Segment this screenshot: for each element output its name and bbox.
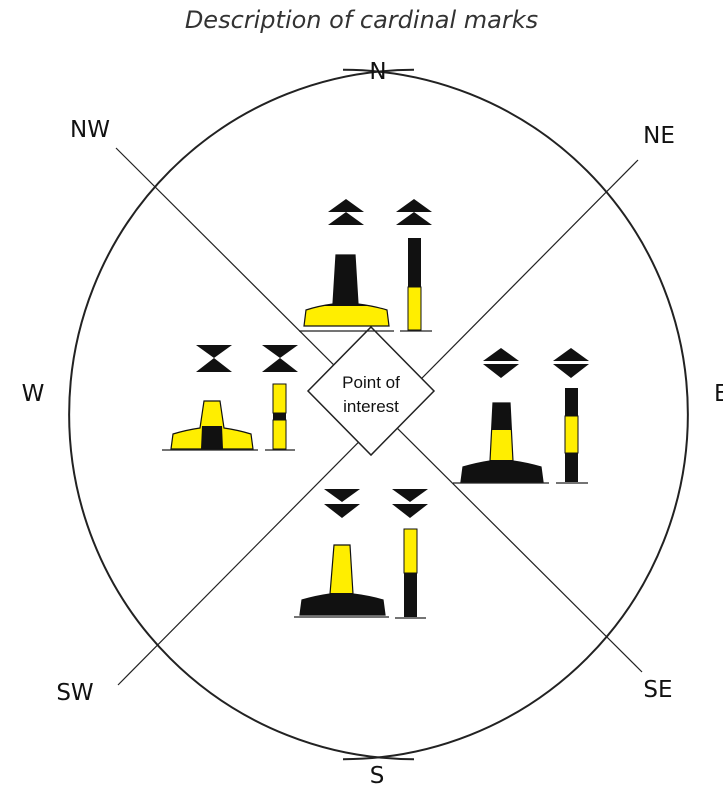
point-of-interest-line2: interest: [343, 397, 399, 416]
label-n: N: [369, 59, 386, 85]
south-topmark-buoy: [324, 489, 360, 518]
label-w: W: [22, 381, 45, 407]
west-topmark-spar: [262, 345, 298, 372]
east-topmark-spar: [553, 348, 589, 378]
east-buoy: [461, 403, 543, 482]
west-spar: [265, 383, 295, 451]
east-spar: [556, 388, 588, 484]
west-topmark-buoy: [196, 345, 232, 372]
north-spar: [400, 238, 432, 332]
east-topmark-buoy: [483, 348, 519, 378]
diagram-title: Description of cardinal marks: [184, 6, 539, 34]
compass-ring-left: [68, 68, 415, 761]
label-s: S: [370, 763, 385, 789]
label-nw: NW: [70, 117, 110, 143]
point-of-interest-line1: Point of: [342, 373, 400, 392]
south-topmark-spar: [392, 489, 428, 518]
point-of-interest-diamond: [306, 325, 436, 457]
south-buoy: [300, 545, 385, 615]
label-sw: SW: [56, 680, 93, 706]
label-ne: NE: [643, 123, 675, 149]
south-spar: [395, 528, 426, 619]
north-topmark-spar: [396, 199, 432, 225]
label-e: E: [714, 381, 723, 407]
north-buoy: [304, 255, 389, 326]
label-se: SE: [643, 677, 672, 703]
compass-ring: [342, 68, 689, 761]
north-topmark-buoy: [328, 199, 364, 225]
